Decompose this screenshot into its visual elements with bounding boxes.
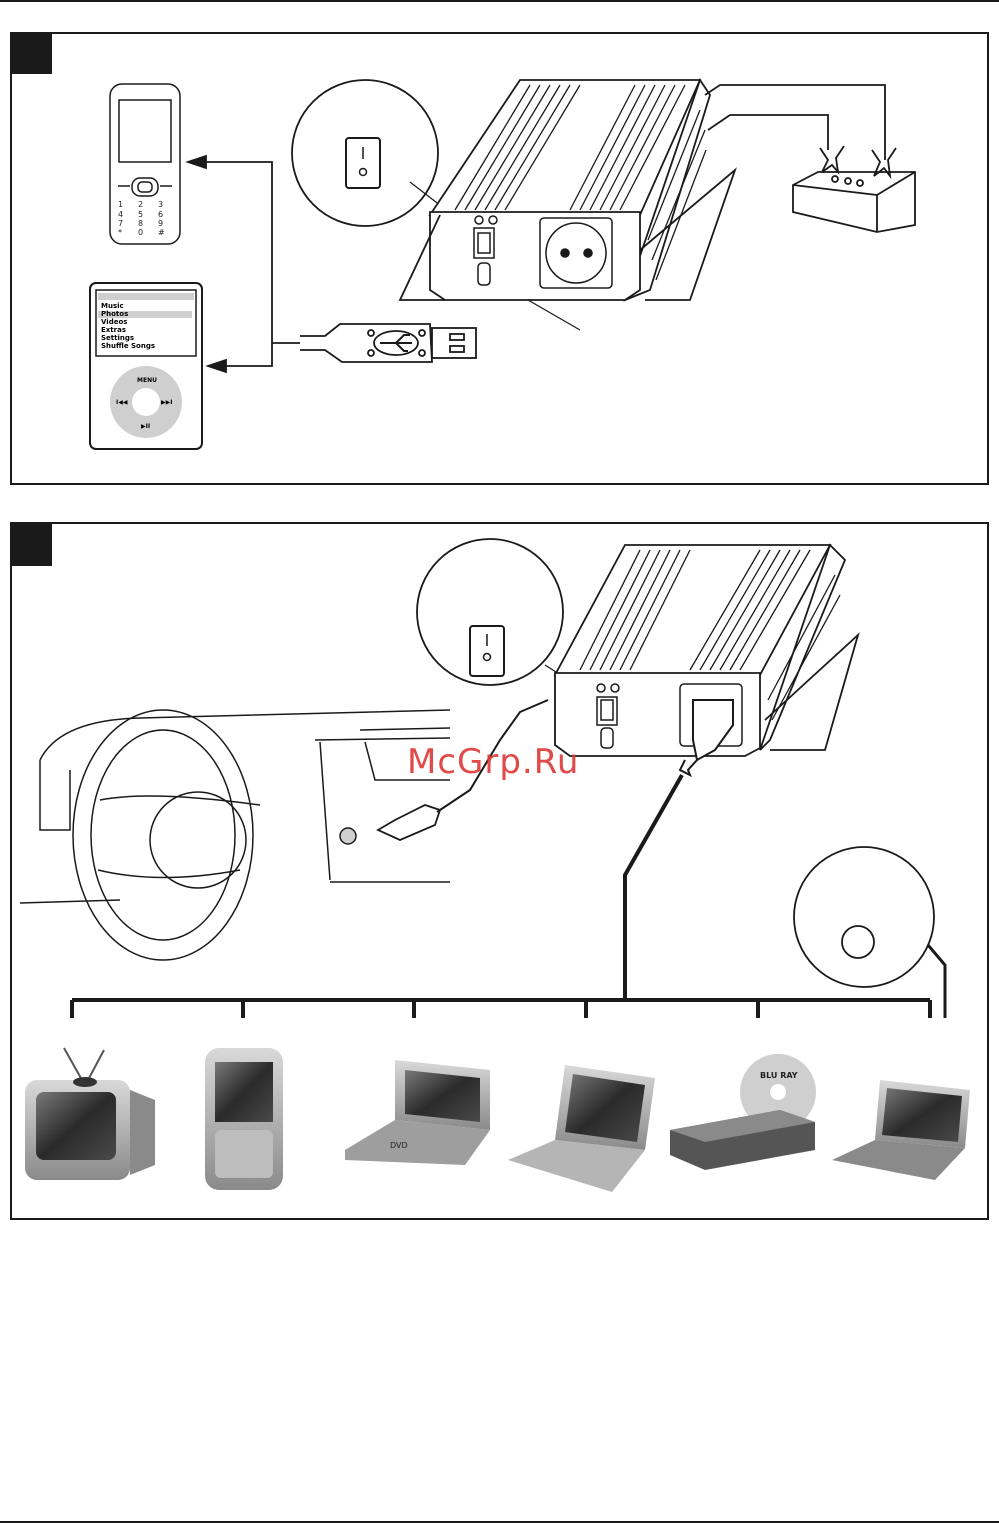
menu-item: Shuffle Songs — [101, 342, 155, 350]
power-inverter — [400, 80, 735, 300]
wheel-menu-label: MENU — [137, 377, 157, 384]
phone-key: 2 — [138, 200, 143, 209]
car-dashboard — [20, 710, 450, 960]
battery — [793, 172, 915, 232]
wheel-prev-label: I◀◀ — [116, 399, 128, 406]
phone-key: # — [158, 228, 165, 237]
phone-key: 7 — [118, 219, 123, 228]
laptop-icon — [508, 1065, 655, 1192]
phone-key: 9 — [158, 219, 163, 228]
wheel-play-label: ▶II — [141, 423, 150, 430]
tv-icon — [25, 1048, 155, 1180]
battery-clamps — [705, 85, 896, 176]
smartphone-icon — [205, 1048, 283, 1190]
phone-key: * — [118, 228, 122, 237]
netbook-icon — [832, 1080, 970, 1180]
dvd-player-icon: DVD — [345, 1060, 490, 1165]
phone-key: 1 — [118, 200, 123, 209]
socket-callout — [794, 847, 945, 1018]
phone-key: 0 — [138, 228, 143, 237]
dvd-label: DVD — [390, 1141, 408, 1150]
watermark: McGrp.Ru — [407, 742, 579, 782]
menu-item: Photos — [101, 310, 128, 318]
phone-key: 3 — [158, 200, 163, 209]
ac-cable — [625, 775, 682, 1000]
phone-keypad: 1 2 3 4 5 6 7 8 9 * 0 # — [118, 200, 165, 237]
menu-item: Extras — [101, 326, 126, 334]
menu-item: Videos — [101, 318, 127, 326]
wheel-next-label: ▶▶I — [161, 399, 172, 406]
bluray-player-icon: BLU RAY — [670, 1054, 816, 1170]
phone-key: 5 — [138, 210, 143, 219]
phone-key: 8 — [138, 219, 143, 228]
bluray-label: BLU RAY — [760, 1071, 798, 1080]
phone-key: 6 — [158, 210, 163, 219]
menu-item: Settings — [101, 334, 134, 342]
menu-item: Music — [101, 302, 124, 310]
phone-key: 4 — [118, 210, 123, 219]
usb-icon — [380, 335, 412, 351]
device-bus — [72, 1000, 930, 1018]
